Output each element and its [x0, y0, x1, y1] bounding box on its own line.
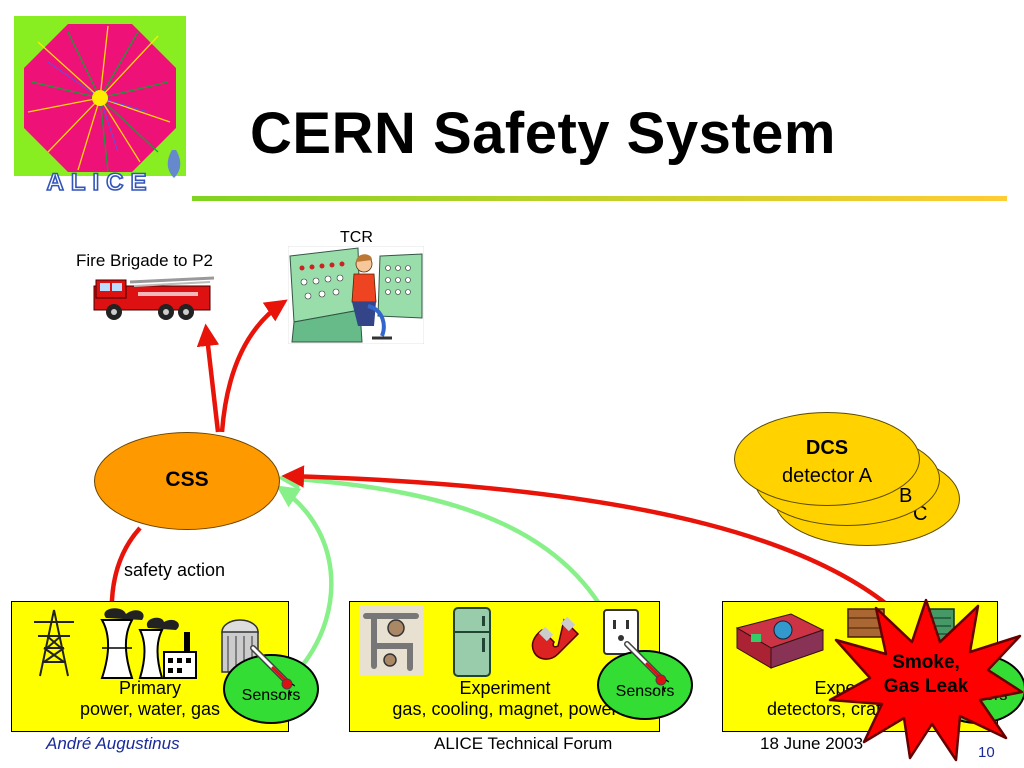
power-plant-icon	[100, 608, 197, 679]
experiment-services-box: Experiment gas, cooling, magnet, power	[349, 601, 660, 732]
footer-date: 18 June 2003	[760, 734, 864, 753]
dcs-detector-b-label: B	[899, 485, 913, 507]
arrow-css-to-tcr	[219, 299, 288, 433]
dcs-detector-a-node[interactable]: DCS detector A	[734, 412, 920, 506]
arrow-css-to-fire-brigade	[196, 323, 221, 433]
css-label: CSS	[165, 468, 209, 491]
smoke-gas-leak-alert: Smoke, Gas Leak	[828, 598, 1024, 762]
control-room-operator-icon	[288, 246, 424, 344]
slide-title: CERN Safety System	[250, 101, 836, 166]
safety-action-label: safety action	[124, 560, 226, 580]
sensors-experiment-services-label: Sensors	[615, 683, 675, 700]
primary-box-subtitle: power, water, gas	[79, 699, 221, 719]
alert-line1: Smoke,	[892, 652, 960, 673]
magnet-icon	[531, 616, 580, 660]
css-node[interactable]: CSS	[94, 432, 280, 530]
thermometer-icon	[250, 645, 295, 699]
experiment-services-title: Experiment	[459, 678, 551, 698]
dcs-detector-a-label: detector A	[781, 465, 873, 487]
arrow-alert-to-css	[281, 465, 924, 640]
footer-author: André Augustinus	[46, 734, 180, 753]
fire-brigade-label: Fire Brigade to P2	[76, 251, 214, 270]
detector-icon	[735, 613, 825, 669]
sensors-primary-label: Sensors	[241, 687, 301, 704]
fire-truck-icon	[93, 276, 215, 320]
footer-page-number: 10	[978, 744, 995, 761]
dcs-title: DCS	[805, 437, 849, 459]
refrigerator-icon	[453, 607, 491, 677]
pipes-valves-icon	[360, 606, 424, 676]
arrow-sensors1-to-css	[276, 485, 334, 668]
tcr-label: TCR	[340, 229, 373, 246]
alice-logo-text: ALICE	[47, 169, 154, 192]
primary-box-title: Primary	[119, 678, 181, 698]
power-pylon-icon	[34, 609, 74, 677]
title-divider	[192, 196, 1007, 201]
alice-logo: ALICE	[14, 16, 186, 192]
footer-event: ALICE Technical Forum	[434, 734, 613, 753]
sensors-experiment-services[interactable]: Sensors	[597, 641, 693, 720]
alert-line2: Gas Leak	[884, 676, 969, 697]
sensors-primary[interactable]: Sensors	[223, 645, 319, 724]
experiment-services-subtitle: gas, cooling, magnet, power	[392, 699, 618, 719]
thermometer-icon	[624, 641, 669, 695]
